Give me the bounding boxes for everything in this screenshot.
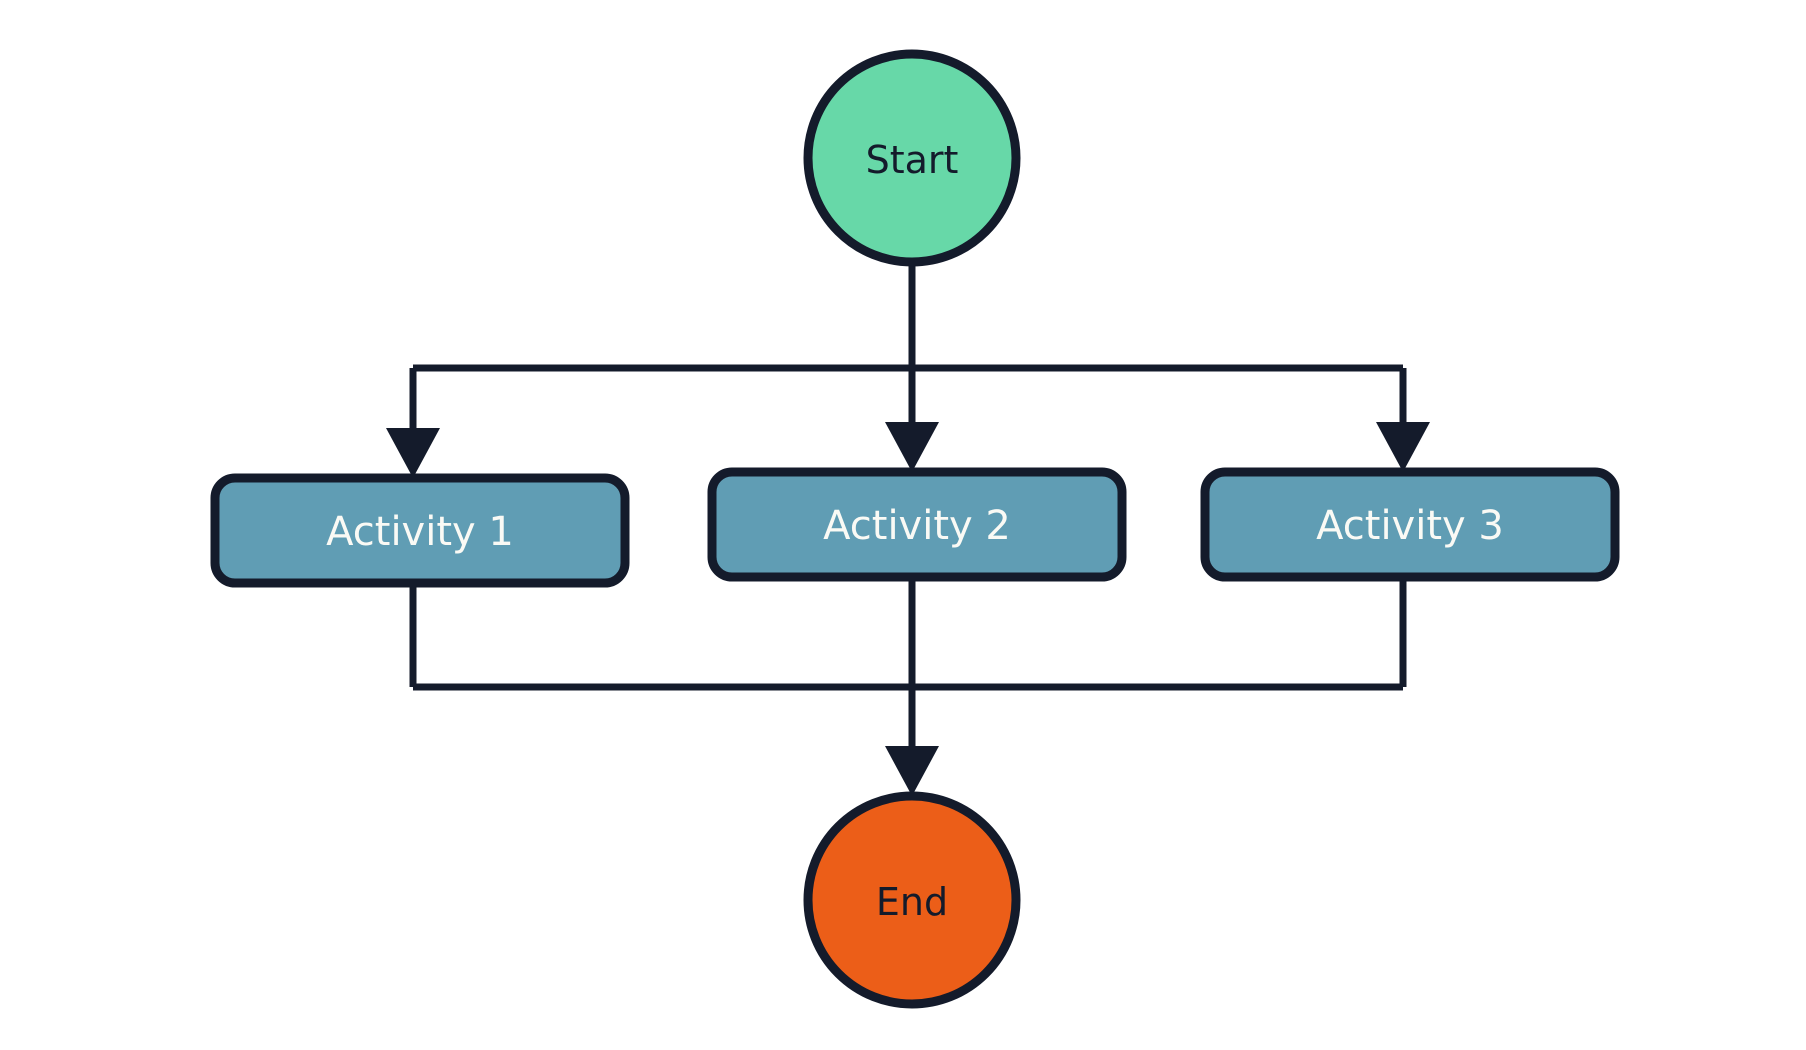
start-label: Start [866,138,959,182]
activity1-label: Activity 1 [326,509,514,555]
activity3-box [1200,467,1620,582]
node-activity1[interactable]: Activity 1 [210,473,630,588]
edge-layer [386,262,1430,796]
activity3-label: Activity 3 [1316,503,1504,549]
edge-start-to-activity1-arrowhead [386,428,440,478]
edge-start-to-activity2-arrowhead [885,422,939,472]
activity2-box [707,467,1127,582]
edge-activity2-to-end-arrowhead [885,746,939,796]
edge-start-to-activity3-arrowhead [1376,422,1430,472]
start-circle [803,49,1021,267]
activity1-box [210,473,630,588]
node-end[interactable]: End [803,791,1021,1009]
activity2-label: Activity 2 [823,503,1011,549]
end-circle [803,791,1021,1009]
node-start[interactable]: Start [803,49,1021,267]
node-activity2[interactable]: Activity 2 [707,467,1127,582]
node-activity3[interactable]: Activity 3 [1200,467,1620,582]
end-label: End [876,880,948,924]
